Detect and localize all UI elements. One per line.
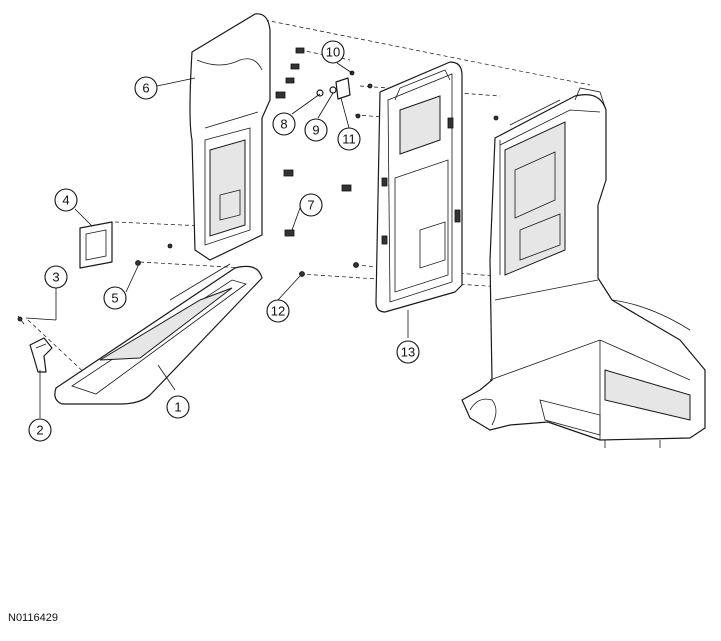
callout-10-label: 10 [326,45,340,60]
callout-9-label: 9 [312,123,319,138]
callout-2: 2 [28,418,52,442]
callout-3-label: 3 [52,270,59,285]
callout-6: 6 [134,76,158,100]
callout-13: 13 [396,340,420,364]
callout-8: 8 [272,112,296,136]
callout-4: 4 [54,188,78,212]
callout-10: 10 [321,40,345,64]
callout-2-label: 2 [36,423,43,438]
part-6-backrest-pad [189,13,271,261]
callout-12: 12 [266,299,290,323]
callout-13-label: 13 [401,345,415,360]
callout-4-label: 4 [62,193,69,208]
leader-lines [25,62,409,418]
callout-9: 9 [304,118,328,142]
part-3-screw [17,315,25,325]
callout-7: 7 [299,193,323,217]
part-13-back-panel [375,61,463,313]
callout-1-label: 1 [174,400,181,415]
callout-6-label: 6 [142,81,149,96]
callout-3: 3 [44,265,68,289]
callout-11-label: 11 [342,132,356,147]
callout-12-label: 12 [271,304,285,319]
part-2-latch [29,337,53,373]
callout-7-label: 7 [307,198,314,213]
part-1-armrest-lid [54,263,263,405]
part-4-side-panel [79,221,113,269]
small-screws [135,83,499,277]
hinge-hardware [316,70,355,100]
pad-clips [275,47,352,192]
seat-base-assembly [461,87,706,448]
callout-5: 5 [103,286,127,310]
figure-id: N0116429 [8,612,58,624]
callout-11: 11 [337,127,361,151]
callout-5-label: 5 [111,291,118,306]
callout-1: 1 [166,395,190,419]
callout-8-label: 8 [280,117,287,132]
